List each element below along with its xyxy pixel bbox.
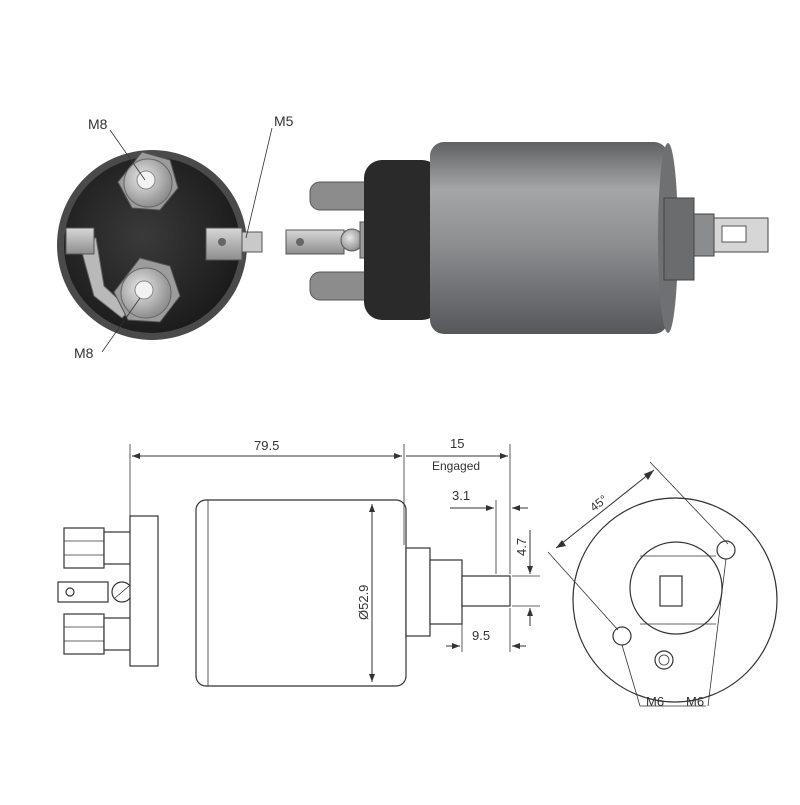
arrow-small-right [512, 643, 520, 649]
arrow-angle-right [644, 470, 654, 480]
label-bottom-stud: M8 [74, 345, 94, 361]
left-tab-terminal [65, 227, 95, 255]
ext-line-angle-bottom [547, 551, 619, 631]
arrow-offset-right [512, 505, 520, 511]
dwg-tab-hole [65, 587, 75, 597]
dwg-bottom-stud-base [103, 617, 133, 651]
arrow-length-left [132, 453, 140, 459]
end-cap-face [64, 157, 240, 333]
dim-angle-text: 45° [587, 492, 610, 514]
label-top-stud: M8 [88, 116, 108, 132]
arrow-diameter-top [369, 504, 375, 512]
dwg-plunger-tip [461, 575, 511, 607]
dwg-bottom-nut [63, 613, 105, 655]
dwg-end-stud-bottom [612, 626, 632, 646]
ext-line-angle-top [649, 461, 729, 545]
dwg-tab-terminal [57, 581, 109, 603]
label-end-right: M6 [686, 694, 704, 709]
side-tab-hole [296, 238, 304, 246]
dwg-top-nut [63, 527, 105, 569]
dwg-end-slot [659, 575, 683, 607]
arrow-angle-left [556, 540, 566, 548]
dim-diameter-text: Ø52.9 [356, 585, 371, 620]
dwg-cap [129, 515, 159, 667]
leader-top-stud [109, 129, 146, 181]
photo-end-view: M8 M5 M8 [57, 113, 294, 361]
dwg-screw-slot [114, 585, 130, 599]
dim-engaged-value: 15 [450, 436, 464, 451]
arrow-engaged-right [500, 453, 508, 459]
arrow-length-right [394, 453, 402, 459]
dim-engaged-text: Engaged [432, 459, 480, 473]
dwg-top-stud-base [103, 531, 133, 565]
bottom-stud-thread [134, 280, 154, 300]
label-end-left: M6 [646, 694, 664, 709]
dwg-end-terminal [654, 650, 674, 670]
right-terminal-tip [241, 231, 263, 253]
drawing-end-view: 45° M6 M6 [547, 461, 778, 709]
dwg-plunger-neck [429, 559, 463, 625]
dwg-end-stud-top [716, 540, 736, 560]
top-stud-thread [136, 170, 156, 190]
side-plunger-neck [693, 213, 715, 257]
dim-length-text: 79.5 [254, 438, 279, 453]
photo-side-view [285, 142, 769, 334]
dim-line-angle [555, 469, 655, 549]
dwg-plunger-collar [405, 547, 431, 637]
leader-end-right [707, 558, 727, 707]
leader-end-left [621, 644, 641, 707]
arrow-small-left [452, 643, 460, 649]
dim-height-text: 4.7 [514, 538, 529, 556]
arrow-height-bottom [527, 608, 533, 616]
side-plunger-collar [663, 197, 695, 281]
drawing-side-view: 79.5 15 Engaged 3.1 4.7 9.5 Ø52 [57, 436, 540, 687]
side-plunger-slot [721, 225, 747, 243]
side-metal-body [430, 142, 668, 334]
right-terminal-hole [218, 238, 226, 246]
label-right-terminal: M5 [274, 113, 294, 129]
side-black-cap [364, 160, 440, 320]
leader-right-terminal [245, 127, 273, 239]
arrow-height-top [527, 566, 533, 574]
arrow-offset [486, 505, 494, 511]
dim-offset-text: 3.1 [452, 488, 470, 503]
dim-small-length-text: 9.5 [472, 628, 490, 643]
leader-bottom-stud [101, 297, 141, 353]
side-tab-terminal [285, 229, 345, 255]
dwg-end-terminal-inner [658, 654, 670, 666]
dwg-body [195, 499, 407, 687]
arrow-diameter-bottom [369, 674, 375, 682]
